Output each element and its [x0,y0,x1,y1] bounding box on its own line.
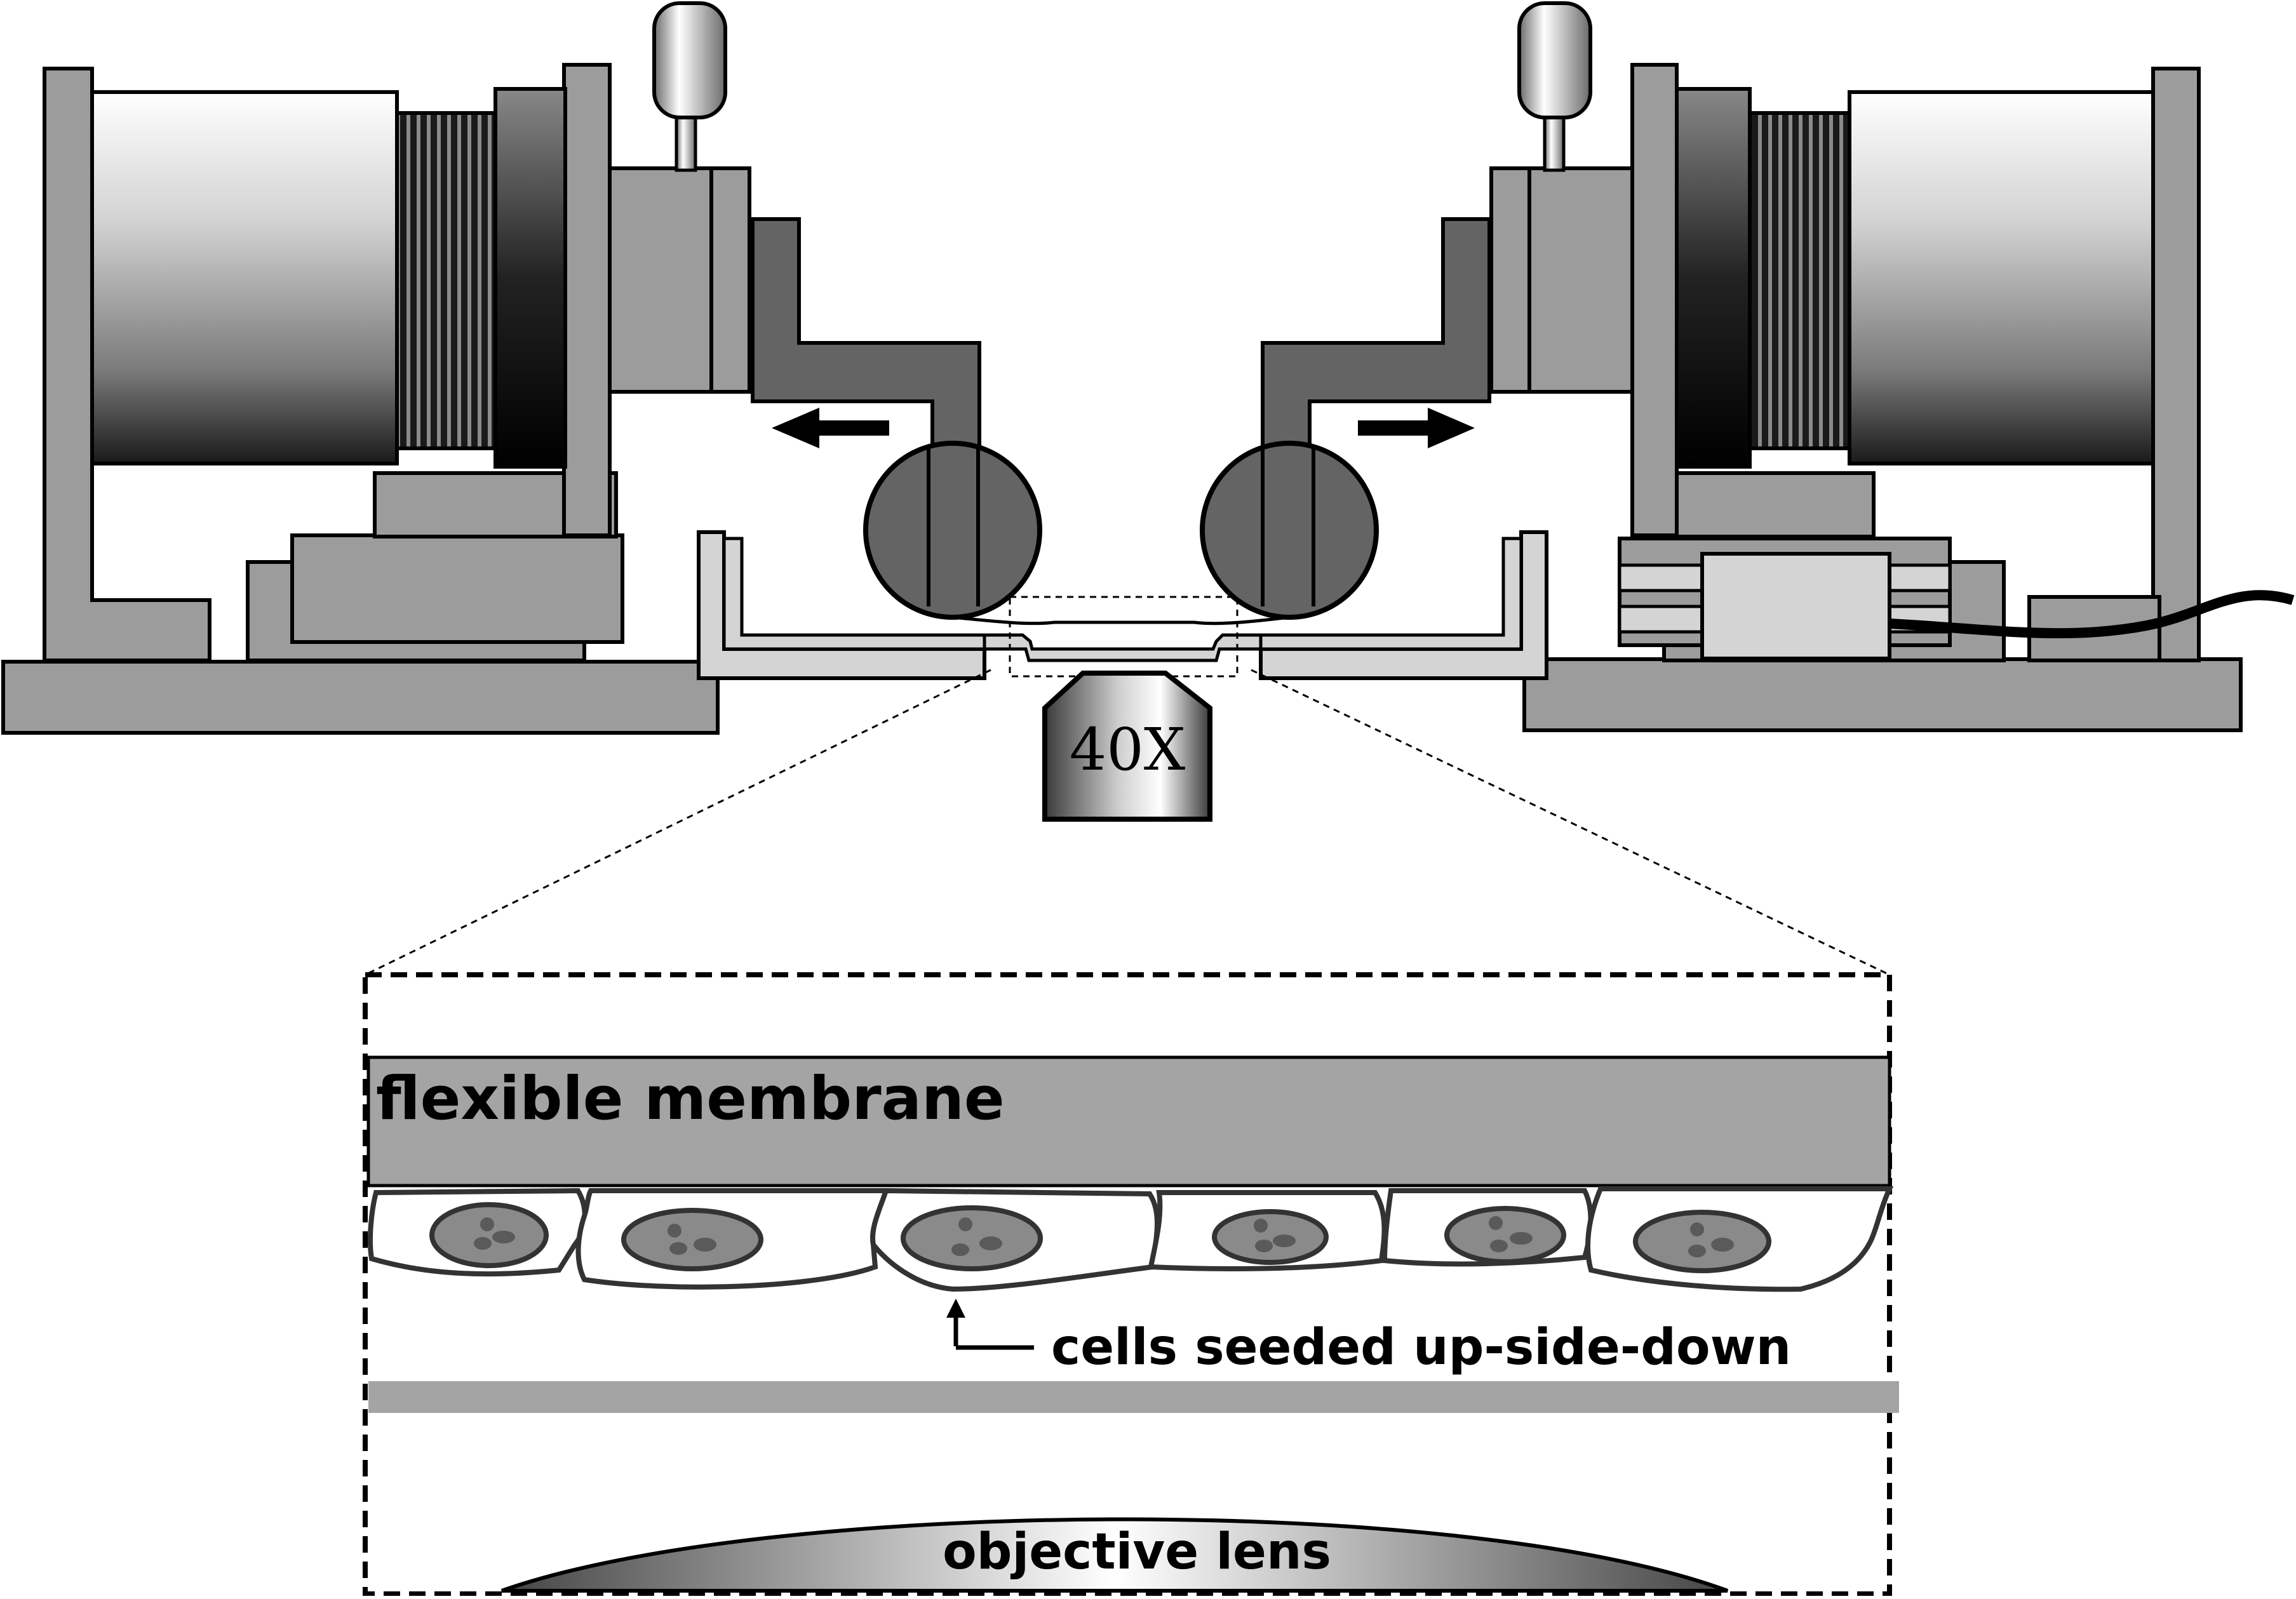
left-drum-ring [493,87,567,469]
arrow-left-icon [772,408,889,448]
left-knob-stem [675,112,697,172]
objective-label: 40X [1070,716,1186,784]
right-roller [1200,441,1379,620]
arrow-up-icon [946,1299,1034,1350]
right-upright [1630,63,1679,537]
membrane-top-view [952,615,1290,626]
zoom-panel: flexible membrane [363,972,1899,1596]
left-drum-threads [395,111,497,450]
left-stage-block [290,533,624,644]
right-drum-ring [1675,87,1752,469]
left-carriage-plate [709,166,751,394]
right-drum [1848,90,2155,465]
right-carriage [1527,166,1634,394]
nucleus [1633,1210,1771,1273]
nucleus [901,1205,1043,1271]
right-carriage-plate [1489,166,1531,394]
cells-label: cells seeded up-side-down [1051,1319,1791,1376]
cable [1889,590,2295,639]
right-base-plate [1522,657,2243,732]
right-knob [1517,1,1592,119]
right-knob-stem [1543,112,1566,172]
zoom-region-box [1009,596,1239,678]
left-base-plate [1,660,720,735]
left-knob [652,1,727,119]
flexible-membrane [366,1055,1891,1188]
load-cell [1618,537,1952,660]
nuclei [429,1202,1771,1273]
culture-dish [697,530,1548,680]
right-drum-threads [1748,111,1851,450]
nucleus [1212,1209,1329,1265]
nucleus [429,1202,549,1268]
coverslip-line [368,1381,1899,1413]
nucleus [621,1208,763,1271]
left-stretcher [1,1,1042,735]
lens-label: objective lens [943,1523,1331,1581]
nucleoli [474,1216,1734,1257]
left-upright [562,63,612,537]
nucleus [1444,1206,1566,1264]
left-l-frame [43,67,211,662]
membrane-label: flexible membrane [376,1064,1005,1134]
left-roller [863,441,1042,620]
objective-lens [501,1517,1729,1593]
arrow-right-icon [1358,408,1475,448]
left-drum [90,90,399,465]
left-carriage [608,166,713,394]
objective-40x: 40X [1042,671,1212,822]
right-stretcher [1200,1,2295,732]
